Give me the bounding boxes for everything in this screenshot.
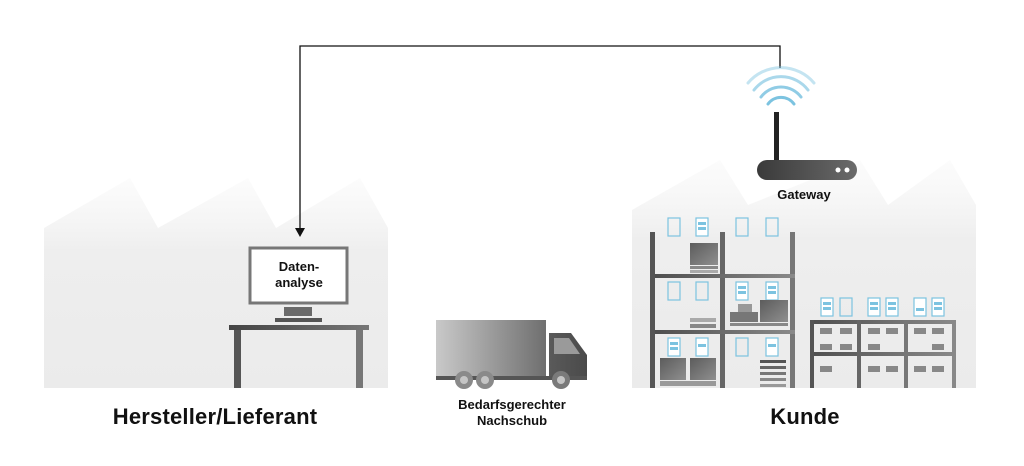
replenishment-label: Bedarfsgerechter Nachschub <box>430 397 594 429</box>
monitor-text-line2: analyse <box>275 275 323 290</box>
monitor-text: Daten- analyse <box>252 259 346 291</box>
gateway-label: Gateway <box>752 187 856 203</box>
manufacturer-label: Hersteller/Lieferant <box>70 404 360 430</box>
customer-label-text: Kunde <box>770 404 840 429</box>
truck-icon <box>436 320 587 389</box>
replenishment-label-line1: Bedarfsgerechter <box>458 397 566 412</box>
warehouse-rack-small <box>810 320 956 388</box>
stock-bins <box>667 217 945 357</box>
wifi-signal-icon <box>746 66 816 106</box>
small-boxes <box>820 328 944 372</box>
warehouse-rack-large <box>650 232 795 388</box>
arrow-head-icon <box>295 228 305 237</box>
pallet-boxes <box>660 243 788 387</box>
gateway-label-text: Gateway <box>777 187 831 202</box>
customer-label: Kunde <box>730 404 880 430</box>
gateway-router-icon <box>757 112 857 180</box>
replenishment-label-line2: Nachschub <box>476 413 548 428</box>
data-analysis-monitor <box>248 246 349 322</box>
monitor-text-line1: Daten- <box>278 259 320 274</box>
desk <box>229 325 369 388</box>
data-connection-line <box>299 45 781 228</box>
manufacturer-label-text: Hersteller/Lieferant <box>112 404 318 429</box>
